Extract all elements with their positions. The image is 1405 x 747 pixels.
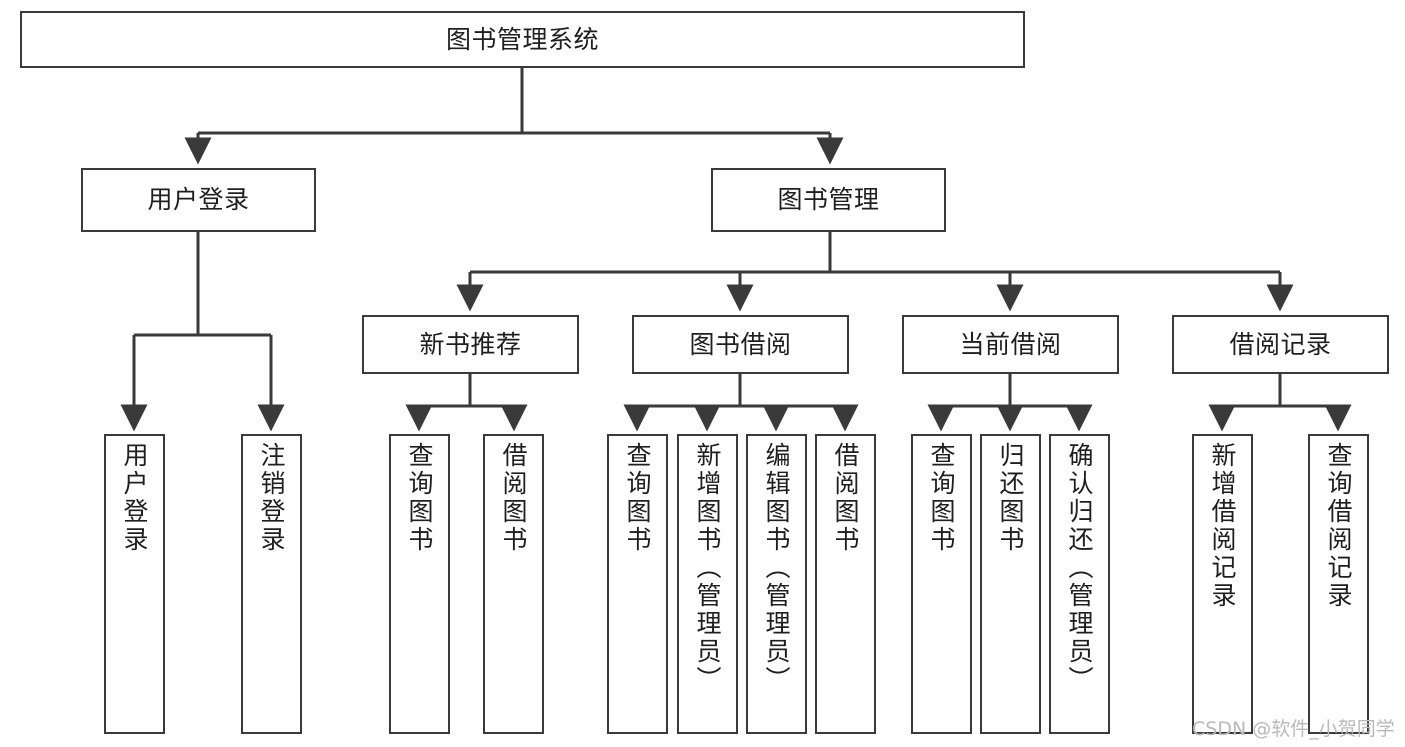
node-book-borrow[interactable]: 图书借阅 (632, 315, 849, 374)
leaf-logout[interactable]: 注销登录 (241, 434, 302, 734)
node-label: 用户登录 (120, 442, 149, 554)
leaf-borrow-book-recommend[interactable]: 借阅图书 (483, 434, 544, 734)
leaf-confirm-return-admin[interactable]: 确认归还（管理员） (1049, 434, 1110, 734)
leaf-query-borrow-record[interactable]: 查询借阅记录 (1308, 434, 1369, 734)
leaf-borrow-book[interactable]: 借阅图书 (815, 434, 876, 734)
csdn-watermark: CSDN @软件_小贺同学 (1192, 718, 1395, 740)
node-label: 编辑图书（管理员） (762, 442, 791, 694)
node-label: 归还图书 (996, 442, 1025, 554)
node-label: 用户登录 (147, 185, 250, 214)
node-label: 图书管理 (777, 185, 880, 214)
node-label: 注销登录 (257, 442, 286, 554)
node-new-book-recommend[interactable]: 新书推荐 (362, 315, 579, 374)
node-label: 借阅图书 (831, 442, 860, 554)
leaf-edit-book-admin[interactable]: 编辑图书（管理员） (746, 434, 807, 734)
node-label: 查询借阅记录 (1324, 442, 1353, 610)
node-book-management[interactable]: 图书管理 (711, 168, 946, 232)
node-label: 借阅记录 (1229, 329, 1332, 359)
node-label: 新增借阅记录 (1208, 442, 1237, 610)
node-label: 查询图书 (927, 442, 956, 554)
node-current-borrow[interactable]: 当前借阅 (902, 315, 1119, 374)
node-label: 当前借阅 (959, 329, 1062, 359)
leaf-return-book[interactable]: 归还图书 (980, 434, 1041, 734)
leaf-add-borrow-record[interactable]: 新增借阅记录 (1192, 434, 1253, 734)
node-label: 借阅图书 (499, 442, 528, 554)
node-label: 新增图书（管理员） (693, 442, 722, 694)
node-label: 图书管理系统 (445, 24, 599, 54)
node-user-login[interactable]: 用户登录 (81, 168, 316, 232)
node-label: 查询图书 (405, 442, 434, 554)
node-label: 查询图书 (623, 442, 652, 554)
leaf-user-login[interactable]: 用户登录 (104, 434, 165, 734)
node-label: 确认归还（管理员） (1065, 442, 1094, 694)
leaf-add-book-admin[interactable]: 新增图书（管理员） (677, 434, 738, 734)
node-label: 新书推荐 (419, 329, 522, 359)
leaf-query-book-current[interactable]: 查询图书 (911, 434, 972, 734)
node-root-book-management-system[interactable]: 图书管理系统 (20, 11, 1025, 68)
node-label: 图书借阅 (689, 329, 792, 359)
leaf-query-book-borrow[interactable]: 查询图书 (607, 434, 668, 734)
node-borrow-records[interactable]: 借阅记录 (1172, 315, 1389, 374)
leaf-query-book-recommend[interactable]: 查询图书 (389, 434, 450, 734)
